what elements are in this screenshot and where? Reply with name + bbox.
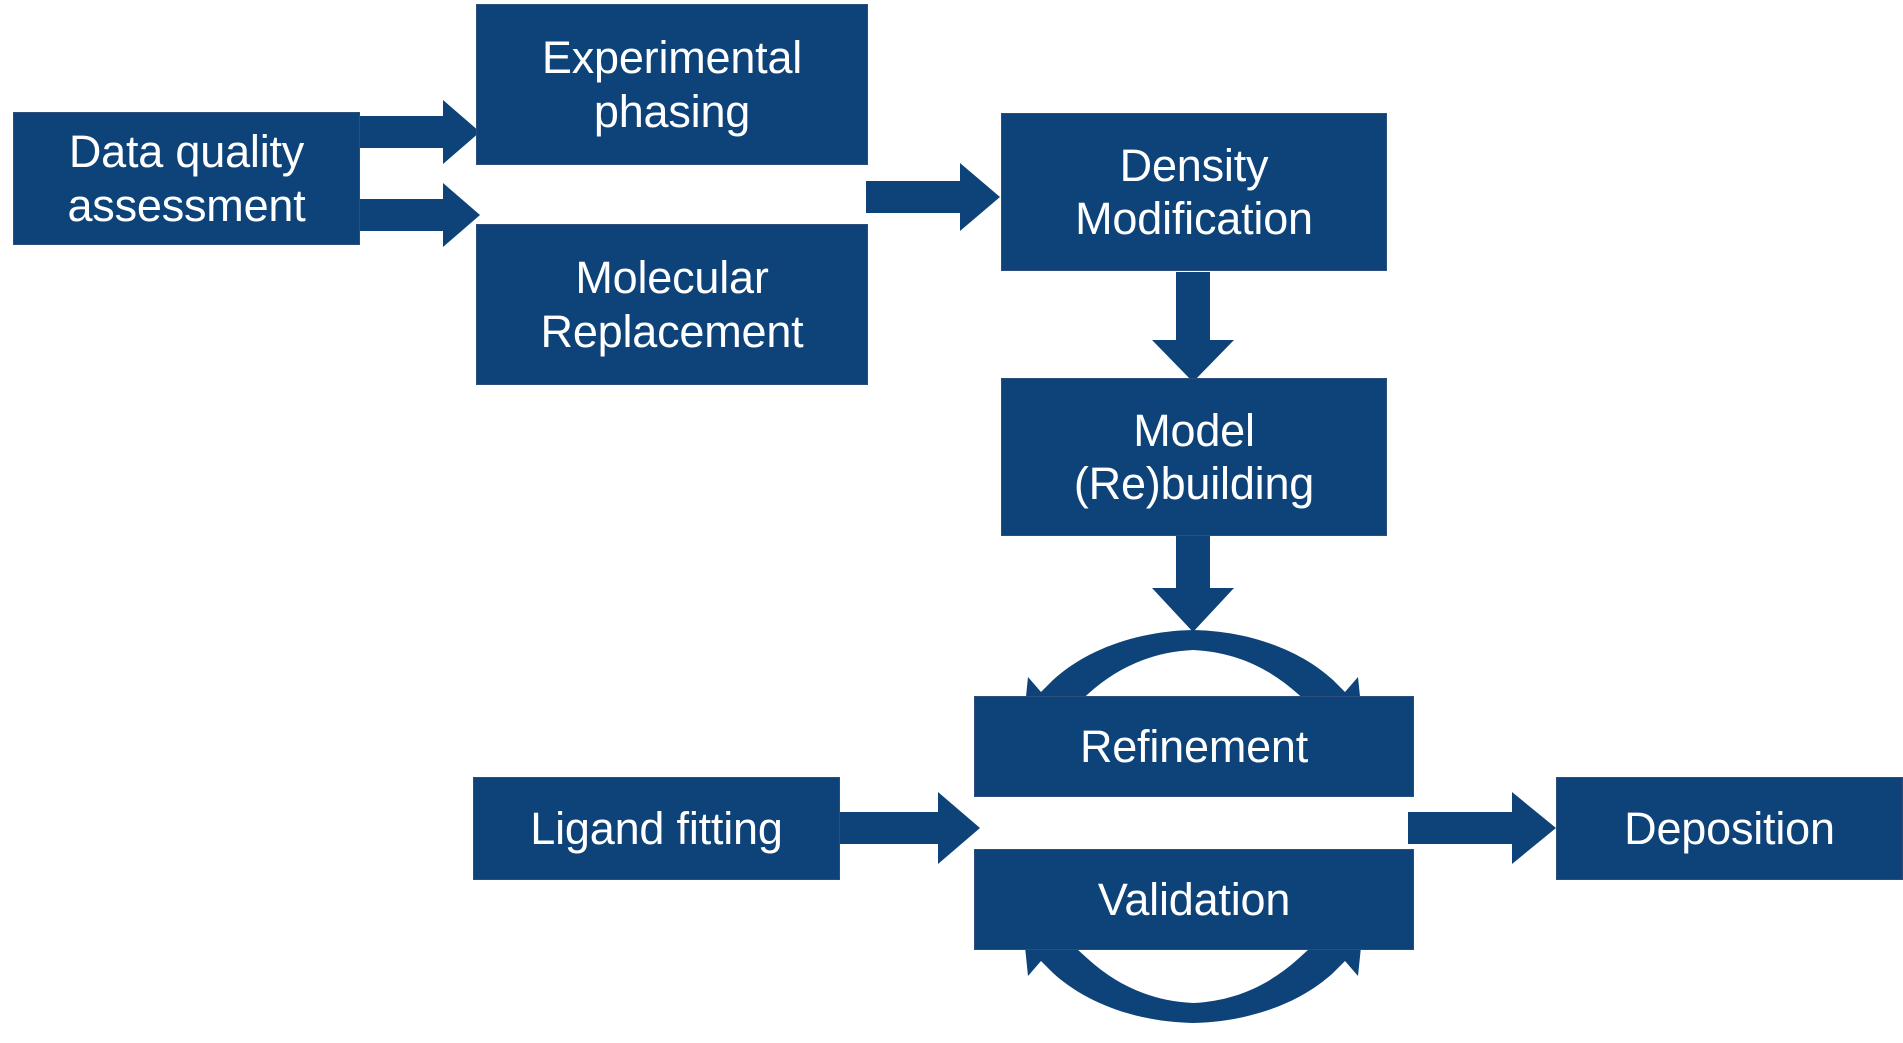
arrow-modelrebuilding-to-refinementcycle: [1152, 535, 1234, 632]
arrow-refinementcycle-to-deposition: [1408, 792, 1556, 864]
node-deposition[interactable]: Deposition: [1556, 777, 1903, 880]
node-data-quality-assessment[interactable]: Data quality assessment: [13, 112, 360, 245]
arrow-dataquality-to-experimentalphasing: [358, 100, 480, 164]
node-molecular-replacement[interactable]: Molecular Replacement: [476, 224, 868, 385]
node-refinement[interactable]: Refinement: [974, 696, 1414, 797]
node-ligand-fitting[interactable]: Ligand fitting: [473, 777, 840, 880]
arrow-ligandfitting-to-refinementcycle: [838, 792, 980, 864]
arrow-densitymodification-to-modelrebuilding: [1152, 272, 1234, 382]
node-experimental-phasing[interactable]: Experimental phasing: [476, 4, 868, 165]
arrow-phasing-to-densitymodification: [866, 163, 1000, 231]
node-density-modification[interactable]: Density Modification: [1001, 113, 1387, 271]
node-validation[interactable]: Validation: [974, 849, 1414, 950]
arrow-dataquality-to-molecularreplacement: [358, 183, 480, 247]
node-model-rebuilding[interactable]: Model (Re)building: [1001, 378, 1387, 536]
